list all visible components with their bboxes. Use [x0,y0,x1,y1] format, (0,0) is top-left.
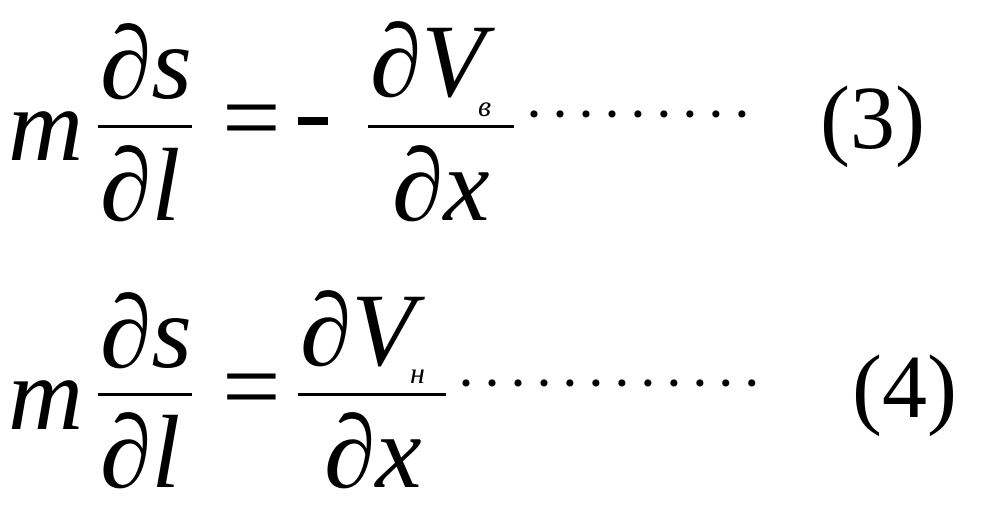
rhs-numerator-subscript: н [410,359,425,389]
lhs-denominator: ∂l [100,134,180,238]
equation-label: (4) [852,343,957,433]
dot-leader: ············ [456,353,768,413]
equation-label: (3) [820,74,925,164]
coefficient-m: m [8,74,83,178]
rhs-numerator: ∂V [300,279,415,383]
equation-4: m ∂s ∂l = ∂V н ∂x ············ (4) [0,255,982,509]
lhs-numerator: ∂s [100,12,192,116]
lhs-denominator: ∂l [100,401,180,505]
rhs-numerator-subscript: в [478,92,491,122]
lhs-numerator: ∂s [100,281,192,385]
rhs-denominator: ∂x [392,134,490,238]
coefficient-m: m [8,343,83,447]
rhs-denominator: ∂x [324,401,422,505]
rhs-numerator: ∂V [370,10,485,114]
equation-3: m ∂s ∂l = - ∂V в ∂x ········· (3) [0,0,982,254]
minus-sign [298,117,328,125]
dot-leader: ········· [524,84,758,144]
equals-sign: = [222,335,281,439]
equals-sign: = [222,66,281,170]
